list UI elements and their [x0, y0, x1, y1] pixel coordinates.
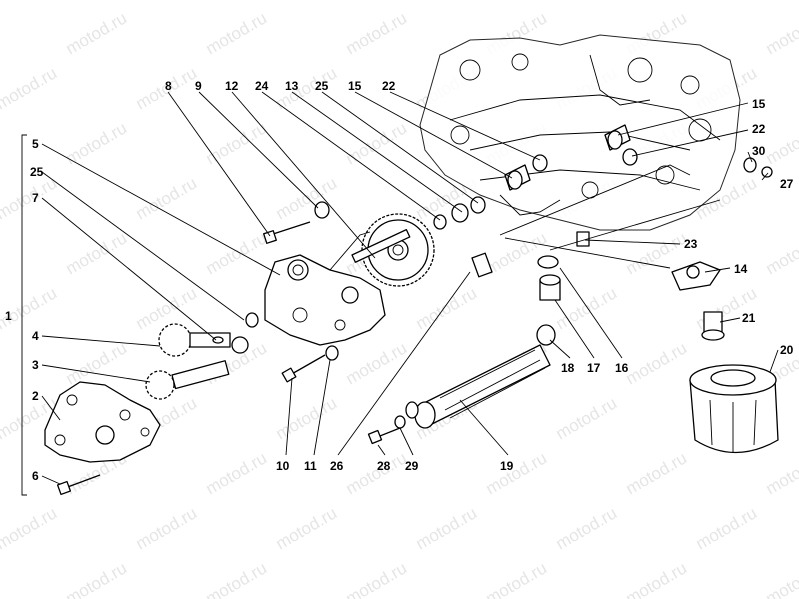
bushings-and-orings: [451, 124, 773, 223]
oil-pump-body: [264, 228, 411, 346]
callout-label: 12: [225, 79, 239, 93]
callout-label: 16: [615, 361, 629, 375]
oil-strainer: [405, 324, 556, 429]
watermark-text: motod.ru: [343, 558, 411, 599]
watermark-text: motod.ru: [133, 173, 201, 223]
watermark-text: motod.ru: [203, 448, 271, 498]
watermark-text: motod.ru: [203, 8, 271, 58]
callout-label: 26: [330, 459, 344, 473]
watermark-text: motod.ru: [553, 393, 621, 443]
watermark-text: motod.ru: [623, 448, 691, 498]
watermark-text: motod.ru: [553, 0, 621, 3]
callout-label: 29: [405, 459, 419, 473]
callout-label: 1: [5, 309, 12, 323]
watermark-text: motod.ru: [413, 283, 481, 333]
watermark-text: motod.ru: [343, 448, 411, 498]
watermark-text: motod.ru: [553, 503, 621, 553]
drain-plug: [471, 252, 561, 301]
callout-label: 22: [382, 79, 396, 93]
watermark-text: motod.ru: [273, 63, 341, 113]
watermark-text: motod.ru: [483, 448, 551, 498]
callout-label: 3: [32, 358, 39, 372]
watermark-text: motod.ru: [273, 393, 341, 443]
watermark-text: motod.ru: [63, 8, 131, 58]
watermark-text: motod.ru: [693, 0, 761, 3]
watermark-text: motod.ru: [63, 228, 131, 278]
watermark-text: motod.ru: [763, 118, 799, 168]
watermark-text: motod.ru: [623, 558, 691, 599]
watermark-text: motod.ru: [693, 503, 761, 553]
watermark-text: motod.ru: [553, 283, 621, 333]
callout-label: 11: [304, 459, 317, 473]
callout-label: 9: [195, 79, 202, 93]
drive-gear: [361, 213, 447, 287]
watermark-text: motod.ru: [0, 0, 60, 3]
callout-label: 2: [32, 389, 39, 403]
engine-crankcase: [419, 34, 741, 231]
watermark-text: motod.ru: [763, 228, 799, 278]
oil-pump-cover: [44, 381, 161, 463]
callout-label: 20: [780, 343, 794, 357]
callout-label: 19: [500, 459, 514, 473]
callout-labels: 8 9 12 24 13 25 15 22 15 22 30 27 23 14 …: [5, 79, 794, 483]
callout-label: 18: [561, 361, 575, 375]
callout-label: 28: [377, 459, 391, 473]
watermark-text: motod.ru: [273, 503, 341, 553]
callout-label: 13: [285, 79, 299, 93]
watermark-text: motod.ru: [203, 228, 271, 278]
watermark-text: motod.ru: [483, 558, 551, 599]
watermark-text: motod.ru: [413, 503, 481, 553]
callout-label: 15: [348, 79, 362, 93]
leader-lines: [41, 91, 779, 485]
watermark-text: motod.ru: [273, 173, 341, 223]
watermark-text: motod.ru: [0, 173, 60, 223]
callout-label: 25: [30, 165, 44, 179]
callout-label: 30: [752, 144, 766, 158]
callout-label: 6: [32, 469, 39, 483]
oil-filter-assembly: [671, 261, 779, 454]
watermark-text: motod.ru: [63, 338, 131, 388]
callout-label: 7: [32, 191, 39, 205]
callout-label: 8: [165, 79, 172, 93]
watermark-text: motod.ru: [203, 558, 271, 599]
watermark-text: motod.ru: [693, 283, 761, 333]
callout-label: 22: [752, 122, 766, 136]
watermark-text: motod.ru: [413, 0, 481, 3]
watermark-text: motod.ru: [483, 228, 551, 278]
watermark-text: motod.ru: [0, 63, 60, 113]
watermark-text: motod.ru: [763, 558, 799, 599]
watermark-text: motod.ru: [763, 8, 799, 58]
callout-label: 21: [742, 311, 756, 325]
callout-label: 15: [752, 97, 766, 111]
callout-label: 24: [255, 79, 269, 93]
callout-label: 25: [315, 79, 329, 93]
watermark-text: motod.ru: [343, 8, 411, 58]
callout-label: 17: [587, 361, 601, 375]
watermark-text: motod.ru: [0, 503, 60, 553]
bolts: [56, 201, 590, 496]
watermark-text: motod.ru: [133, 503, 201, 553]
callout-label: 4: [32, 329, 39, 343]
callout-label: 27: [780, 177, 794, 191]
watermark-text: motod.ru: [63, 558, 131, 599]
callout-label: 23: [684, 237, 698, 251]
watermark-text: motod.ru: [623, 338, 691, 388]
reference-lines: [499, 164, 721, 269]
watermark-text: motod.ru: [343, 118, 411, 168]
group-bracket: [21, 134, 27, 496]
watermark-text: motod.ru: [203, 118, 271, 168]
watermark-text: motod.ru: [343, 338, 411, 388]
watermark-text: motod.ru: [273, 0, 341, 3]
callout-label: 14: [734, 262, 748, 276]
watermark-text: motod.ru: [763, 448, 799, 498]
watermark-text: motod.ru: [133, 0, 201, 3]
pump-rotors: [145, 312, 259, 400]
callout-label: 5: [32, 137, 39, 151]
callout-label: 10: [276, 459, 290, 473]
